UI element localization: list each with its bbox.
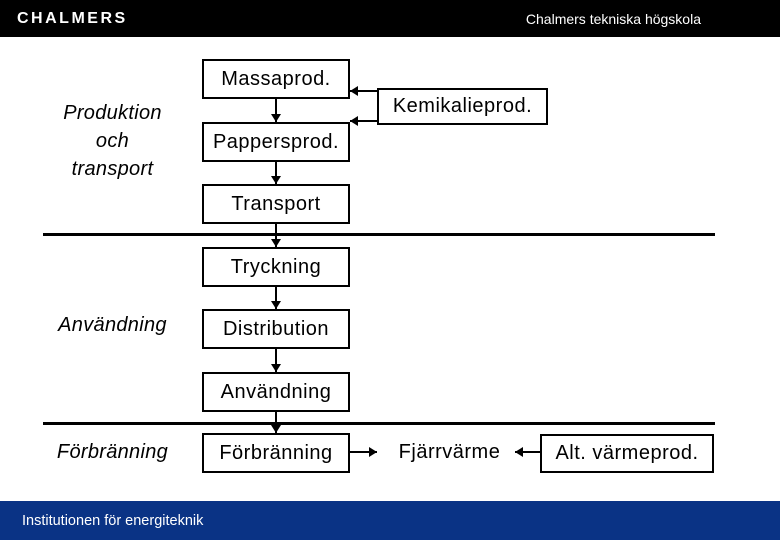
arrow-kemikalieprod-to-pappersprod bbox=[350, 116, 377, 126]
process-box-tryckning: Tryckning bbox=[202, 247, 350, 287]
arrow-massaprod-to-pappersprod bbox=[271, 99, 281, 122]
process-box-pappersprod: Pappersprod. bbox=[202, 122, 350, 162]
process-box-forbranning: Förbränning bbox=[202, 433, 350, 473]
arrow-forbranning-to-fjarrvarme bbox=[350, 447, 377, 457]
arrow-transport-to-tryckning bbox=[271, 224, 281, 247]
label-line: och bbox=[95, 130, 130, 152]
section-divider-2 bbox=[43, 422, 715, 425]
process-box-massaprod: Massaprod. bbox=[202, 59, 350, 99]
arrow-kemikalieprod-to-massaprod bbox=[350, 86, 377, 96]
header-bar: CHALMERS Chalmers tekniska högskola bbox=[0, 0, 780, 37]
section-label-anvandning: Användning bbox=[30, 312, 195, 338]
header-subtitle: Chalmers tekniska högskola bbox=[525, 10, 701, 27]
label-line: transport bbox=[71, 158, 154, 180]
label-line: Användning bbox=[58, 314, 167, 336]
label-line: Produktion bbox=[63, 102, 162, 124]
label-line: Förbränning bbox=[56, 441, 169, 463]
chalmers-logo: CHALMERS bbox=[17, 9, 128, 27]
arrow-anvandning-to-forbranning bbox=[271, 412, 281, 433]
section-label-forbranning: Förbränning bbox=[30, 439, 195, 465]
arrow-pappersprod-to-transport bbox=[271, 162, 281, 184]
process-box-anvandning: Användning bbox=[202, 372, 350, 412]
arrow-tryckning-to-distribution bbox=[271, 287, 281, 309]
process-box-transport: Transport bbox=[202, 184, 350, 224]
section-divider-1 bbox=[43, 233, 715, 236]
label-fjarrvarme: Fjärrvärme bbox=[398, 441, 501, 463]
footer-bar: Institutionen för energiteknik bbox=[0, 501, 780, 540]
section-label-produktion-transport: Produktion och transport bbox=[30, 99, 195, 183]
arrow-alt-varmeprod-to-fjarrvarme bbox=[515, 447, 540, 457]
footer-text: Institutionen för energiteknik bbox=[22, 512, 204, 529]
arrow-distribution-to-anvandning bbox=[271, 349, 281, 372]
side-box-kemikalieprod: Kemikalieprod. bbox=[377, 88, 548, 125]
process-box-distribution: Distribution bbox=[202, 309, 350, 349]
side-box-alt-varmeprod: Alt. värmeprod. bbox=[540, 434, 714, 473]
